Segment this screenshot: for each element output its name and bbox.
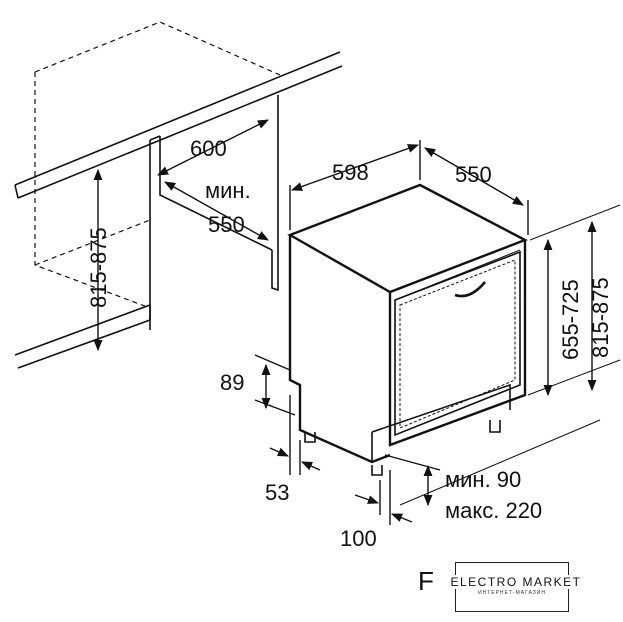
dim-niche-depth: 550 (208, 212, 245, 237)
dim-plinth-min: мин. 90 (445, 467, 521, 492)
cabinet-outline (34, 21, 281, 309)
dim-appliance-height: 815-875 (588, 277, 613, 358)
dim-door-height: 655-725 (558, 279, 583, 360)
door-panel (394, 250, 521, 437)
plinth (299, 383, 511, 463)
dim-plinth-height: 89 (220, 370, 244, 395)
door-handle (454, 281, 486, 298)
logo-subtitle: ИНТЕРНЕТ-МАГАЗИН (478, 590, 546, 596)
energy-class: F (418, 566, 434, 596)
floor (14, 304, 151, 369)
dim-appliance-depth: 550 (455, 162, 492, 187)
worktop (14, 51, 343, 199)
feet (304, 420, 501, 476)
dim-plinth-offset: 53 (265, 480, 289, 505)
dishwasher-body (287, 183, 528, 464)
niche-walls (149, 95, 279, 330)
logo-name: ELECTRO MARKET (441, 575, 591, 589)
dim-plinth-depth: 100 (340, 526, 377, 551)
dim-appliance-width: 598 (332, 160, 369, 185)
dim-plinth-max: макс. 220 (445, 498, 542, 523)
logo: ELECTRO MARKET ИНТЕРНЕТ-МАГАЗИН (441, 562, 591, 612)
dim-niche-depth-min-label: мин. (205, 178, 251, 203)
dim-niche-width: 600 (190, 136, 227, 161)
dim-niche-height: 815-875 (86, 227, 111, 308)
